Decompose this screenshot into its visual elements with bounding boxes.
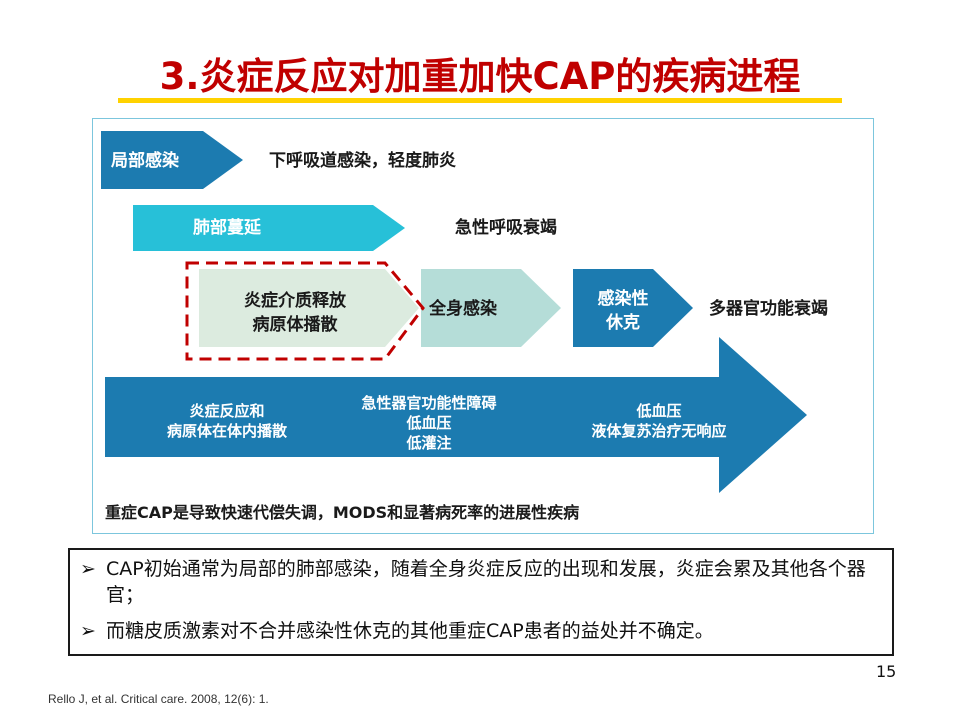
key-points-box: ➢ CAP初始通常为局部的肺部感染，随着全身炎症反应的出现和发展，炎症会累及其他… [68,548,894,656]
arrow-bullet-icon: ➢ [80,558,96,580]
big-arrow-right-line1: 低血压 [636,402,682,420]
bullet-text-1: CAP初始通常为局部的肺部感染，随着全身炎症反应的出现和发展，炎症会累及其他各个… [106,558,866,606]
label-local-infection: 局部感染 [111,151,179,171]
big-arrow-middle-line1: 急性器官功能性障碍 [361,394,497,412]
label-systemic-infection: 全身感染 [429,299,497,319]
outcome-mild-pneumonia: 下呼吸道感染，轻度肺炎 [269,151,456,171]
label-shock: 休克 [606,313,640,333]
progression-diagram: 局部感染 下呼吸道感染，轻度肺炎 肺部蔓延 急性呼吸衰竭 炎症介质释放 病原体播… [92,118,874,534]
dashed-outline [185,261,425,361]
bullet-text-2: 而糖皮质激素对不合并感染性休克的其他重症CAP患者的益处并不确定。 [106,620,714,642]
diagram-summary: 重症CAP是导致快速代偿失调，MODS和显著病死率的进展性疾病 [105,503,580,522]
big-arrow-middle-line2: 低血压 [406,414,452,432]
big-arrow-left-line1: 炎症反应和 [189,402,265,420]
outcome-acute-resp-failure: 急性呼吸衰竭 [455,218,557,238]
big-arrow-middle-line3: 低灌注 [406,434,452,452]
big-arrow-right-line2: 液体复苏治疗无响应 [591,422,727,440]
label-septic: 感染性 [597,289,649,309]
label-pathogen-spread: 病原体播散 [252,315,338,335]
box-mediator-release [199,269,419,347]
slide-title: 3.炎症反应对加重加快CAP的疾病进程 [159,55,801,98]
arrow-systemic-infection [421,269,561,347]
label-mediator-release: 炎症介质释放 [244,291,346,311]
outcome-mods: 多器官功能衰竭 [709,299,828,319]
label-lung-spread: 肺部蔓延 [193,218,261,238]
arrow-lung-spread [133,205,405,251]
title-underline [118,98,842,103]
diagram-arrows [101,131,807,493]
citation: Rello J, et al. Critical care. 2008, 12(… [48,692,269,706]
arrow-bullet-icon: ➢ [80,620,96,642]
big-progression-arrow [105,337,807,493]
page-number: 15 [876,662,897,681]
arrow-septic-shock [573,269,693,347]
arrow-local-infection [101,131,243,189]
big-arrow-left-line2: 病原体在体内播散 [166,422,287,440]
